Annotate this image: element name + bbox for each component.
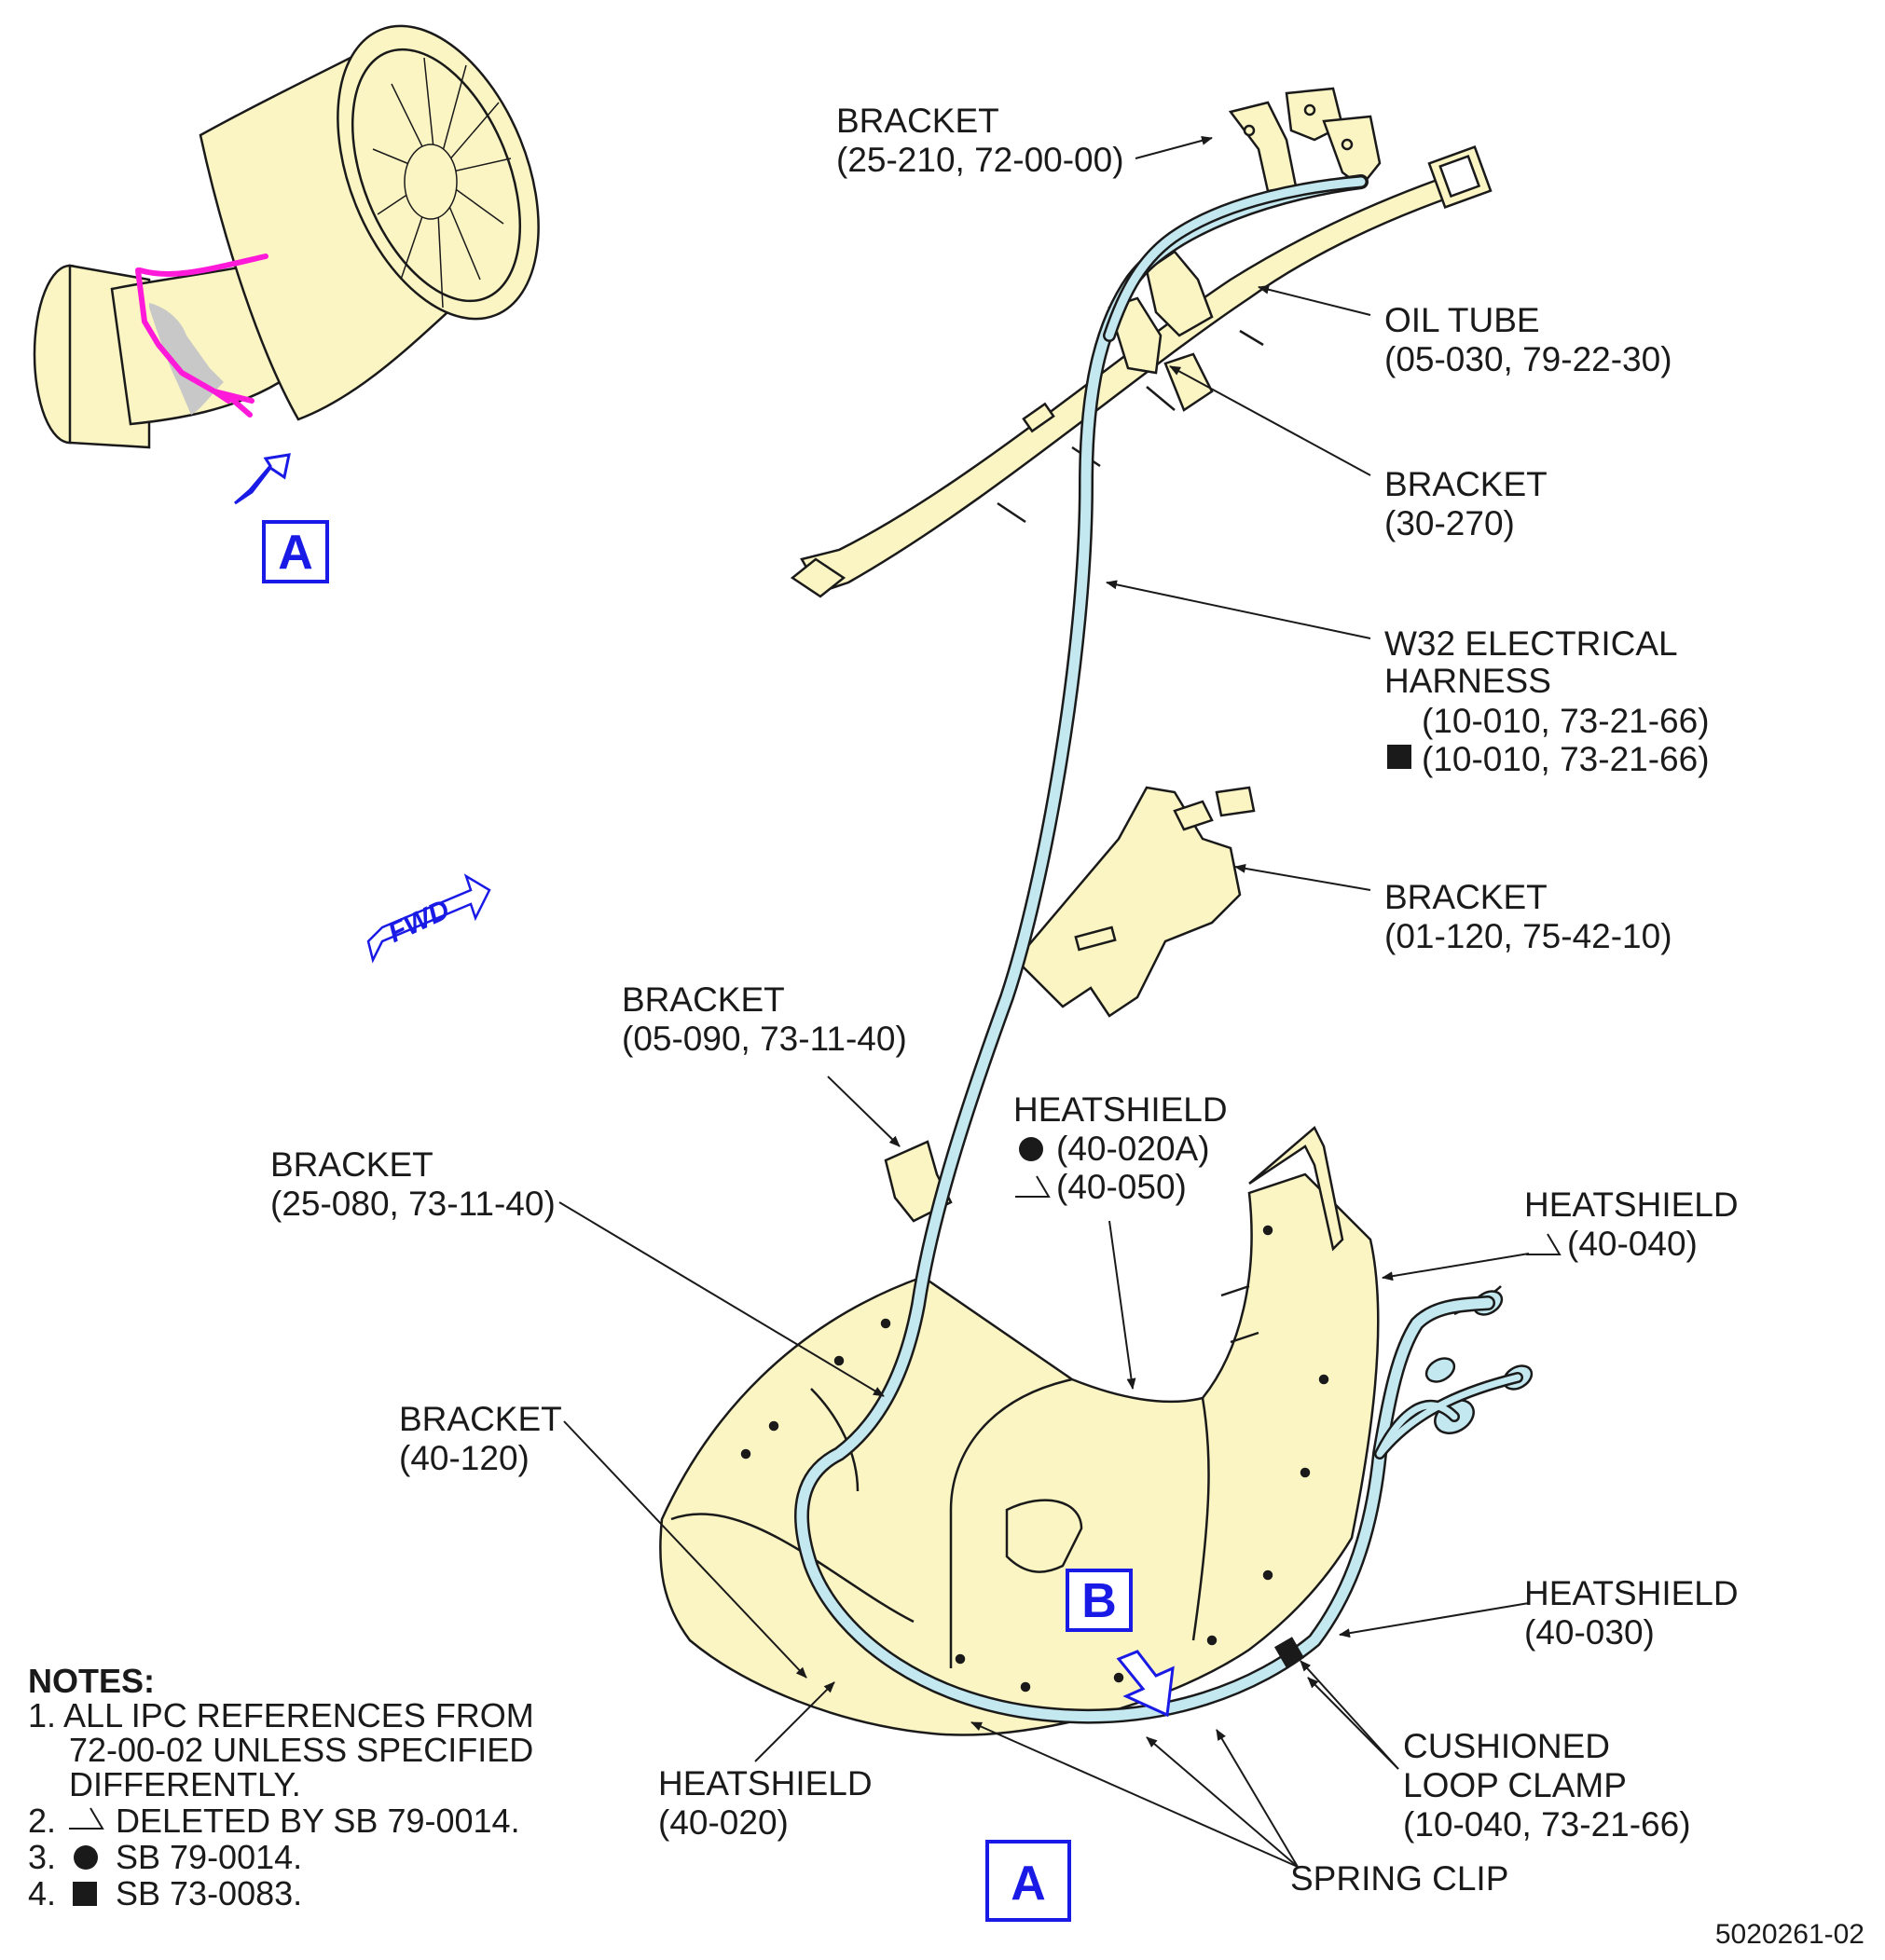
triangle-marker-icon [69,1807,104,1830]
svg-text:A: A [278,526,313,580]
square-marker-icon [1387,745,1411,769]
label-bracket-30-270: BRACKET (30-270) [1384,465,1548,542]
figure-number: 5020261-02 [1715,1919,1864,1950]
svg-text:BRACKET: BRACKET [1384,878,1548,916]
svg-text:W32 ELECTRICAL: W32 ELECTRICAL [1384,624,1678,663]
svg-text:(40-040): (40-040) [1567,1225,1698,1263]
svg-text:HARNESS: HARNESS [1384,662,1551,700]
svg-text:(30-270): (30-270) [1384,504,1515,542]
svg-text:BRACKET: BRACKET [399,1400,562,1438]
svg-text:A: A [1011,1857,1046,1911]
svg-text:(10-010, 73-21-66): (10-010, 73-21-66) [1422,740,1710,778]
label-bracket-05-090: BRACKET (05-090, 73-11-40) [622,980,907,1058]
svg-text:(01-120, 75-42-10): (01-120, 75-42-10) [1384,917,1672,955]
heatshield-assembly [659,1126,1380,1736]
fan-blades [372,57,512,308]
svg-text:B: B [1081,1574,1117,1628]
svg-text:(25-210, 72-00-00): (25-210, 72-00-00) [836,141,1124,179]
svg-text:3.: 3. [28,1838,56,1876]
label-bracket-40-120: BRACKET (40-120) [399,1400,562,1477]
cushioned-loop-clamp-part [1273,1637,1305,1668]
label-bracket-01-120: BRACKET (01-120, 75-42-10) [1384,878,1672,955]
svg-text:2.: 2. [28,1802,56,1840]
engine-overview-icon [33,24,540,449]
w32-harness [794,174,1523,1724]
label-heatshield-40-030: HEATSHIELD (40-030) [1524,1574,1739,1652]
label-bracket-25-210: BRACKET (25-210, 72-00-00) [836,102,1124,179]
svg-text:CUSHIONED: CUSHIONED [1403,1727,1610,1765]
label-spring-clip: SPRING CLIP [1290,1859,1508,1898]
view-arrow-icon [234,453,291,505]
svg-text:(40-050): (40-050) [1056,1168,1187,1206]
svg-text:(25-080, 73-11-40): (25-080, 73-11-40) [270,1185,556,1223]
svg-text:72-00-02 UNLESS SPECIFIED: 72-00-02 UNLESS SPECIFIED [69,1731,533,1769]
leader-lines [558,136,1530,1868]
svg-text:BRACKET: BRACKET [622,980,785,1019]
svg-text:(40-030): (40-030) [1524,1613,1655,1652]
highlight-region [135,254,268,418]
svg-text:BRACKET: BRACKET [270,1145,433,1184]
label-oil-tube: OIL TUBE (05-030, 79-22-30) [1384,301,1672,378]
svg-text:HEATSHIELD: HEATSHIELD [1524,1574,1739,1612]
svg-text:DELETED BY SB 79-0014.: DELETED BY SB 79-0014. [116,1802,520,1840]
svg-text:SB 73-0083.: SB 73-0083. [116,1874,302,1912]
fwd-arrow-icon: FWD [366,873,491,964]
svg-text:(40-020A): (40-020A) [1056,1130,1210,1168]
view-reference-a-bottom: A [985,1840,1071,1922]
notes-block: NOTES: 1. ALL IPC REFERENCES FROM 72-00-… [28,1662,534,1912]
svg-text:BRACKET: BRACKET [836,102,999,140]
view-reference-b: B [1066,1569,1175,1718]
label-w32-harness: W32 ELECTRICAL HARNESS (10-010, 73-21-66… [1384,624,1710,778]
svg-text:(05-090, 73-11-40): (05-090, 73-11-40) [622,1020,907,1058]
notes-title: NOTES: [28,1662,155,1700]
svg-text:OIL TUBE: OIL TUBE [1384,301,1540,339]
svg-text:LOOP CLAMP: LOOP CLAMP [1403,1766,1627,1804]
svg-text:(10-010, 73-21-66): (10-010, 73-21-66) [1422,702,1710,740]
svg-text:FWD: FWD [383,894,454,949]
triangle-marker-icon [1015,1175,1051,1198]
svg-text:(05-030, 79-22-30): (05-030, 79-22-30) [1384,340,1672,378]
svg-text:4.: 4. [28,1874,56,1912]
svg-text:(10-040, 73-21-66): (10-040, 73-21-66) [1403,1805,1691,1843]
label-heatshield-40-020: HEATSHIELD (40-020) [658,1764,873,1842]
bracket-01-120-part [1014,786,1256,1018]
square-marker-icon [73,1882,97,1906]
svg-text:1. ALL IPC REFERENCES FROM: 1. ALL IPC REFERENCES FROM [28,1696,534,1734]
svg-text:BRACKET: BRACKET [1384,465,1548,503]
label-heatshield-40-020a: HEATSHIELD (40-020A) (40-050) [1013,1090,1228,1206]
label-heatshield-40-040: HEATSHIELD (40-040) [1524,1186,1739,1263]
dot-marker-icon [74,1845,98,1870]
svg-text:SB 79-0014.: SB 79-0014. [116,1838,302,1876]
triangle-marker-icon [1526,1233,1562,1255]
svg-text:HEATSHIELD: HEATSHIELD [658,1764,873,1802]
label-cushioned-loop-clamp: CUSHIONED LOOP CLAMP (10-040, 73-21-66) [1403,1727,1691,1843]
svg-text:(40-020): (40-020) [658,1803,789,1842]
svg-text:SPRING CLIP: SPRING CLIP [1290,1859,1508,1898]
label-bracket-25-080: BRACKET (25-080, 73-11-40) [270,1145,556,1223]
dot-marker-icon [1019,1137,1043,1161]
svg-text:(40-120): (40-120) [399,1439,530,1477]
oil-tube [790,145,1493,598]
svg-text:DIFFERENTLY.: DIFFERENTLY. [69,1765,301,1803]
view-reference-a-top: A [262,520,329,583]
svg-text:HEATSHIELD: HEATSHIELD [1524,1186,1739,1224]
svg-text:HEATSHIELD: HEATSHIELD [1013,1090,1228,1129]
